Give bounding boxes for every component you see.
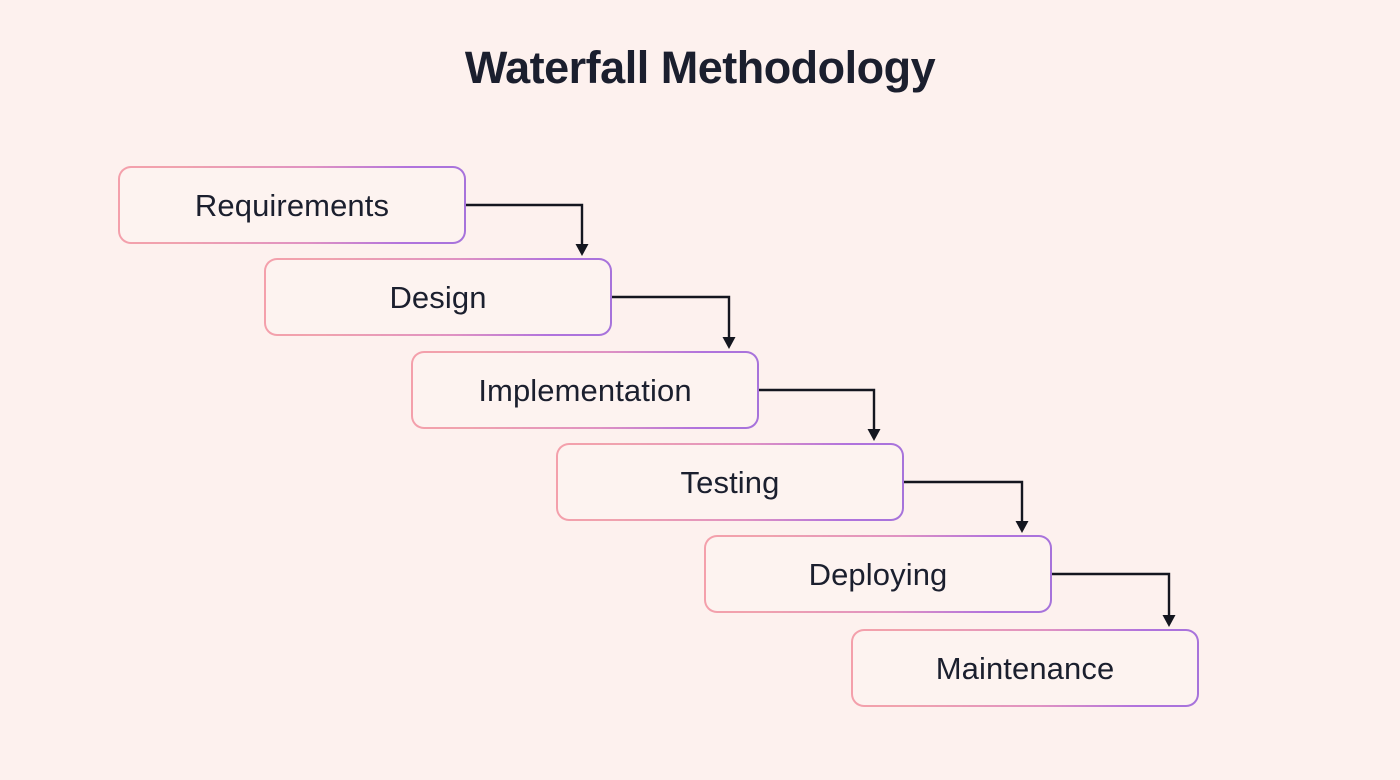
arrowhead-icon xyxy=(1162,615,1176,627)
stage-inner-testing: Testing xyxy=(558,445,902,519)
stage-label-implementation: Implementation xyxy=(478,372,692,408)
connector-line xyxy=(904,480,1024,522)
arrowhead-icon xyxy=(1015,521,1029,533)
connector-implementation-to-testing xyxy=(759,388,881,441)
stage-inner-design: Design xyxy=(266,260,610,334)
connector-design-to-implementation xyxy=(612,295,736,349)
stage-box-implementation[interactable]: Implementation xyxy=(411,351,759,429)
connector-line xyxy=(759,388,876,430)
arrowhead-icon xyxy=(722,337,736,349)
connector-line xyxy=(612,295,731,338)
stage-inner-deploying: Deploying xyxy=(706,537,1050,611)
stage-inner-maintenance: Maintenance xyxy=(853,631,1197,705)
page-title: Waterfall Methodology xyxy=(464,42,936,93)
connector-line xyxy=(466,203,584,245)
connector-requirements-to-design xyxy=(466,203,589,256)
stage-box-testing[interactable]: Testing xyxy=(556,443,904,521)
stage-label-deploying: Deploying xyxy=(808,556,948,592)
stage-inner-implementation: Implementation xyxy=(413,353,757,427)
stage-box-design[interactable]: Design xyxy=(264,258,612,336)
stage-box-requirements[interactable]: Requirements xyxy=(118,166,466,244)
connector-line xyxy=(1052,572,1171,616)
arrowhead-icon xyxy=(575,244,589,256)
stage-box-deploying[interactable]: Deploying xyxy=(704,535,1052,613)
arrowhead-icon xyxy=(867,429,881,441)
connector-deploying-to-maintenance xyxy=(1052,572,1176,627)
stage-label-design: Design xyxy=(389,279,487,315)
stage-box-maintenance[interactable]: Maintenance xyxy=(851,629,1199,707)
stage-label-testing: Testing xyxy=(680,464,780,500)
connector-testing-to-deploying xyxy=(904,480,1029,533)
stage-inner-requirements: Requirements xyxy=(120,168,464,242)
stage-label-maintenance: Maintenance xyxy=(935,650,1115,686)
stage-label-requirements: Requirements xyxy=(194,187,390,223)
